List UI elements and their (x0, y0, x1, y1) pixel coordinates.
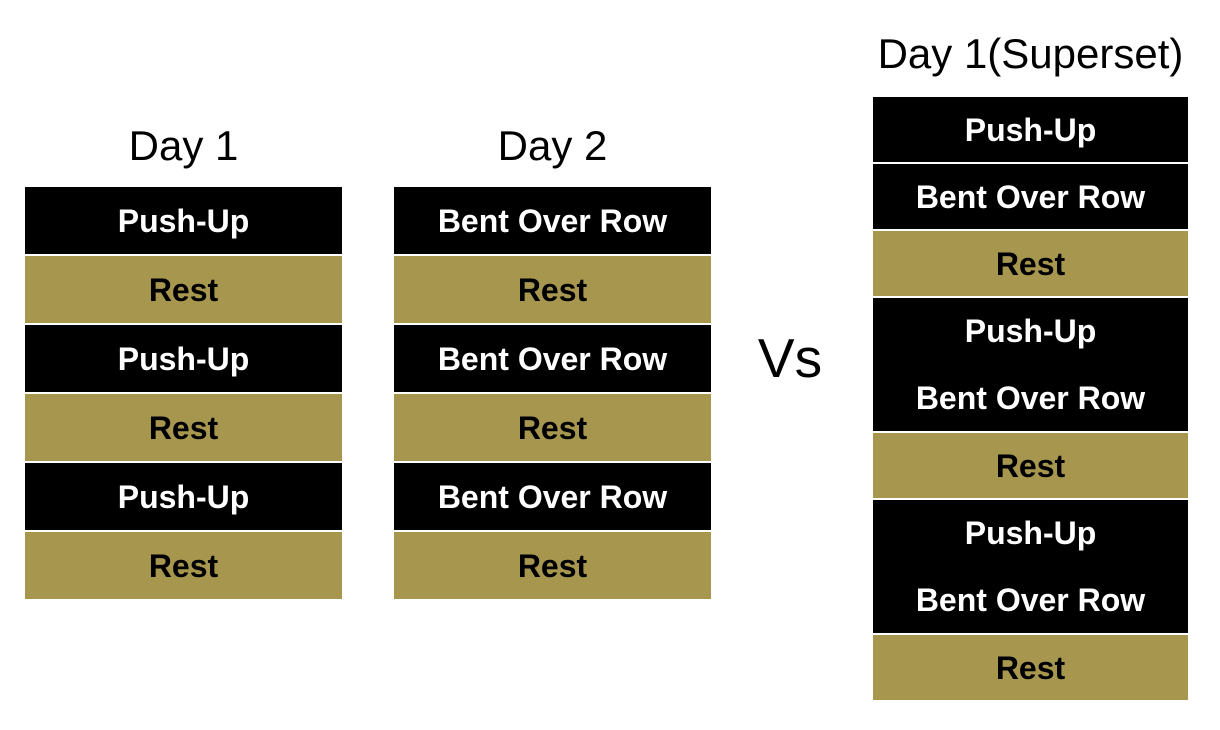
rest-bar: Rest (873, 433, 1188, 498)
bar-label: Rest (148, 409, 219, 446)
rest-bar: Rest (394, 256, 711, 323)
bar-label: Rest (517, 409, 588, 446)
bar-label: Push-Up (964, 515, 1097, 552)
bar-label: Push-Up (964, 313, 1097, 350)
bar-label: Push-Up (964, 111, 1097, 148)
bar-label: Rest (995, 447, 1066, 484)
column-title-day2: Day 2 (497, 122, 608, 169)
exercise-bar: Push-Up (873, 97, 1188, 162)
bar-label: Bent Over Row (437, 478, 668, 515)
bar-label: Rest (148, 547, 219, 584)
rest-bar: Rest (25, 256, 342, 323)
bar-label: Bent Over Row (915, 379, 1146, 416)
bar-label: Push-Up (117, 202, 250, 239)
bar-label: Bent Over Row (915, 581, 1146, 618)
bar-label: Push-Up (117, 478, 250, 515)
bar-label: Rest (148, 271, 219, 308)
bar-label: Bent Over Row (437, 340, 668, 377)
bar-label: Rest (995, 649, 1066, 686)
exercise-bar: Push-Up (25, 325, 342, 392)
rest-bar: Rest (394, 532, 711, 599)
bar-label: Bent Over Row (915, 178, 1146, 215)
exercise-bar: Bent Over Row (394, 187, 711, 254)
exercise-bar: Bent Over Row (394, 325, 711, 392)
rest-bar: Rest (25, 394, 342, 461)
rest-bar: Rest (873, 231, 1188, 296)
exercise-bar: Push-Up (25, 463, 342, 530)
rest-bar: Rest (873, 635, 1188, 700)
bar-label: Bent Over Row (437, 202, 668, 239)
rest-bar: Rest (394, 394, 711, 461)
vs-label: Vs (757, 327, 823, 389)
bar-label: Rest (995, 245, 1066, 282)
column-title-day1: Day 1 (128, 122, 239, 169)
exercise-bar: Bent Over Row (873, 164, 1188, 229)
exercise-bar: Bent Over Row (394, 463, 711, 530)
bar-label: Rest (517, 271, 588, 308)
exercise-bar: Push-Up (25, 187, 342, 254)
column-title-day1-superset: Day 1(Superset) (877, 30, 1184, 77)
bar-label: Push-Up (117, 340, 250, 377)
rest-bar: Rest (25, 532, 342, 599)
bar-label: Rest (517, 547, 588, 584)
